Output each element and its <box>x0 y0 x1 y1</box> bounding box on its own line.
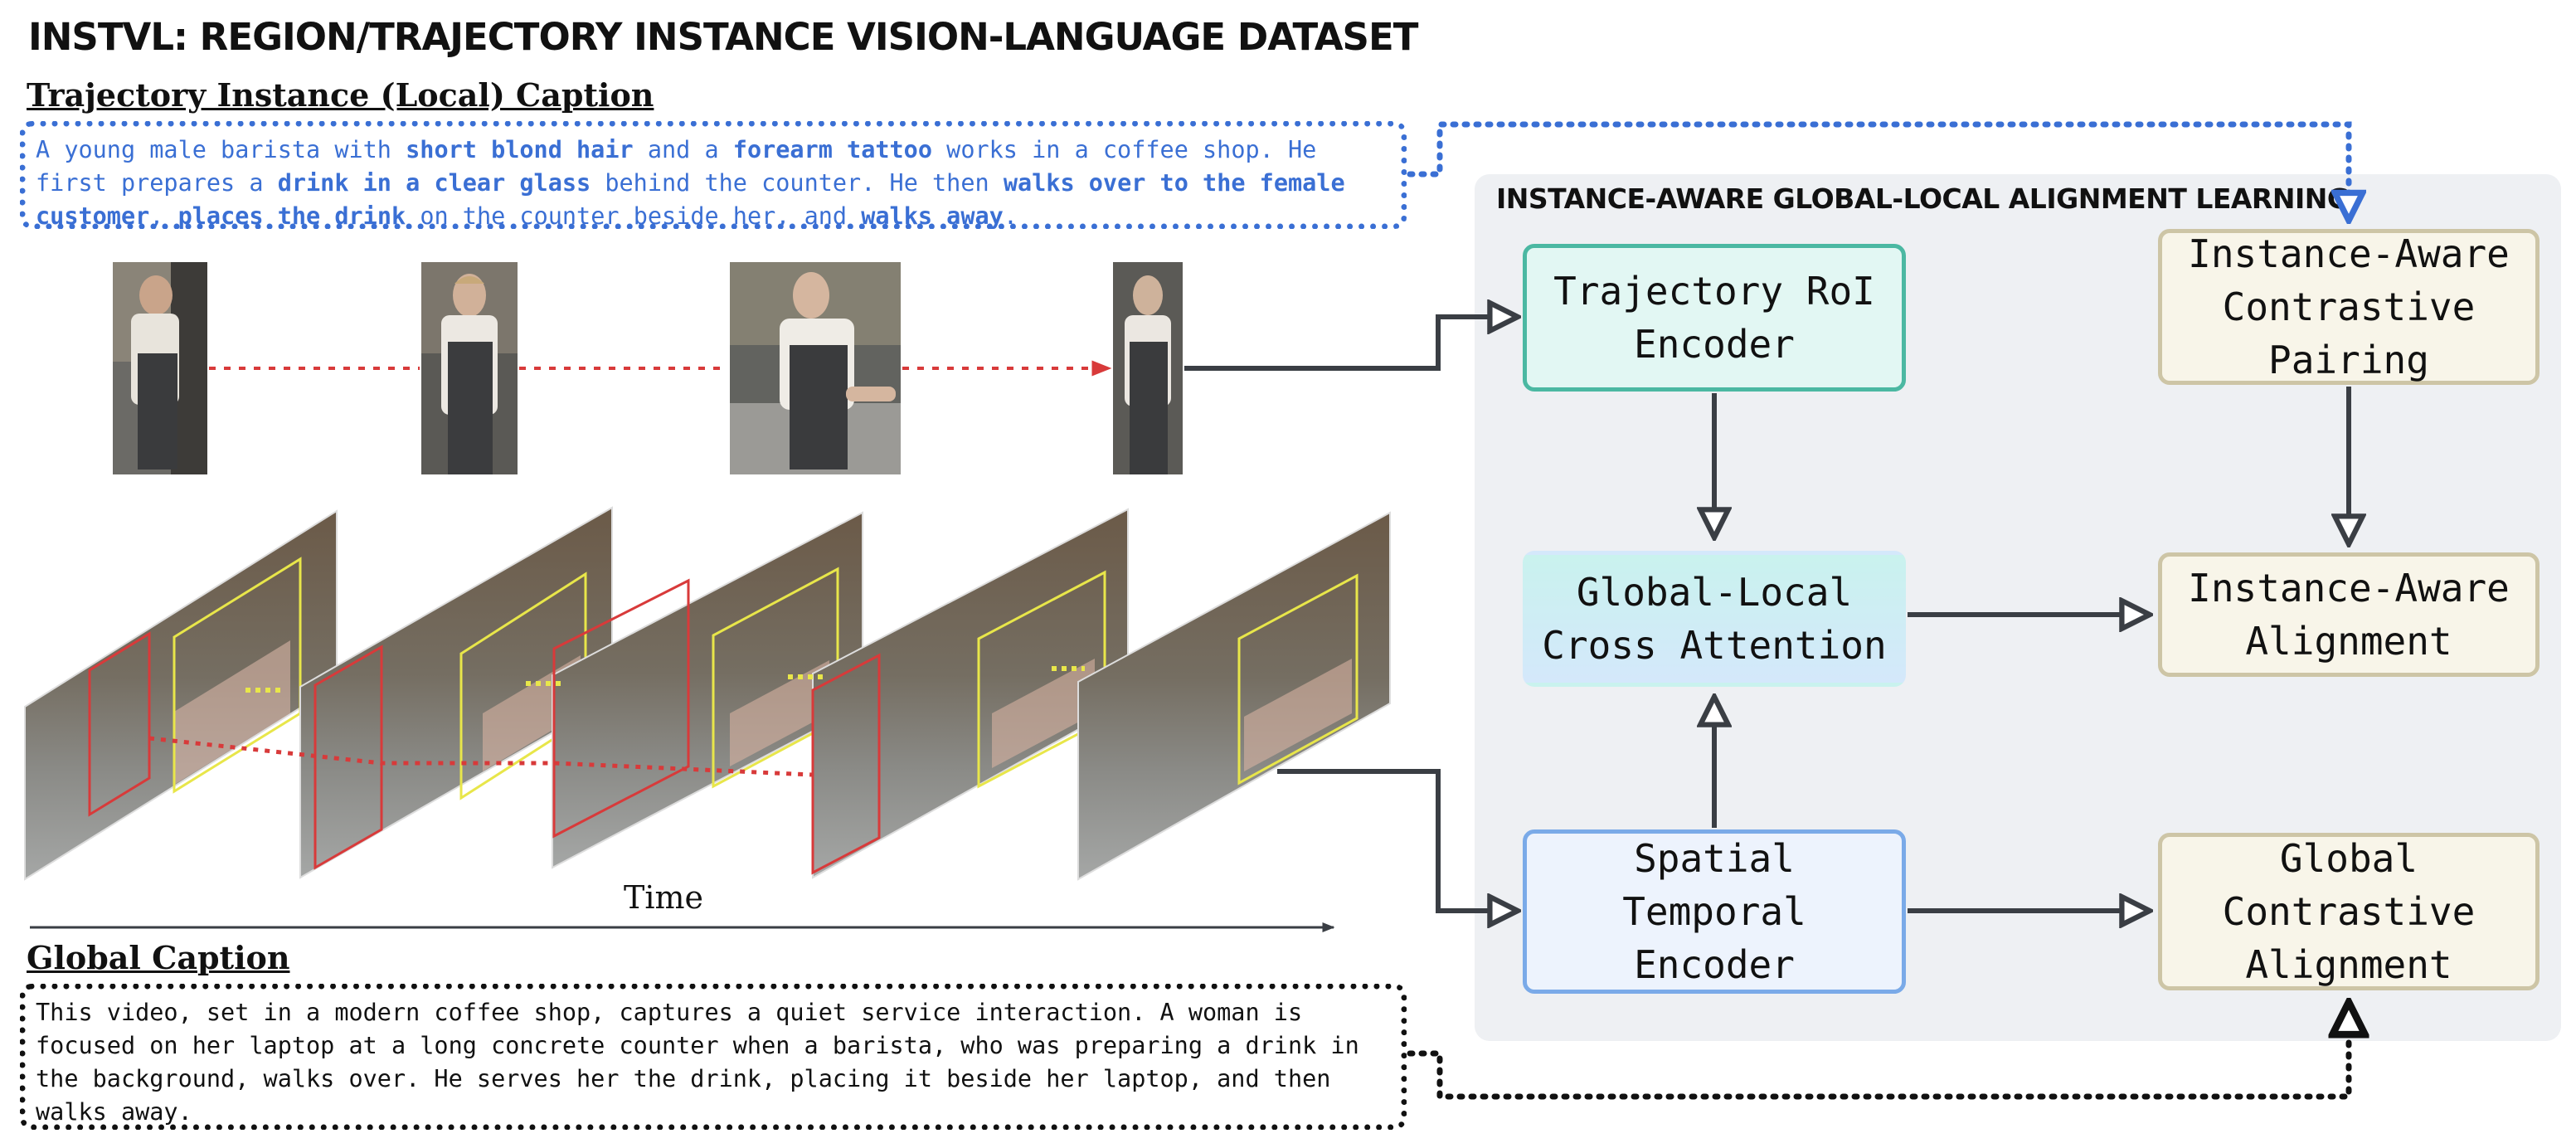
caption-text: on the counter beside her, and <box>406 202 862 230</box>
caption-highlight: places the drink <box>177 202 406 230</box>
global-caption-to-gca-arrow <box>1407 1002 2349 1100</box>
video-frame-stack <box>24 506 1391 881</box>
local-caption-box: A young male barista with short blond ha… <box>20 121 1407 230</box>
caption-text: works in a coffee shop. He first prepare… <box>36 136 1317 197</box>
caption-text: and a <box>633 136 733 163</box>
frames-to-st-arrow <box>1277 769 1518 911</box>
video-frame-5 <box>1077 511 1391 881</box>
frame-trajectory-link <box>148 736 814 777</box>
caption-highlight: drink in a clear glass <box>277 169 591 197</box>
trajectory-roi-encoder-node: Trajectory RoI Encoder <box>1523 244 1906 392</box>
crops-to-roi-arrow <box>1184 317 1518 371</box>
caption-highlight: short blond hair <box>406 136 634 163</box>
caption-text: behind the counter. He then <box>591 169 1004 197</box>
spatial-temporal-encoder-node: Spatial Temporal Encoder <box>1523 829 1906 994</box>
instance-aware-alignment-node: Instance-Aware Alignment <box>2158 552 2540 677</box>
instance-aware-contrastive-pairing-node: Instance-Aware Contrastive Pairing <box>2158 229 2540 385</box>
time-axis-label: Time <box>624 879 704 916</box>
global-caption-title: Global Caption <box>27 939 290 976</box>
trajectory-crop-2 <box>421 262 518 474</box>
caption-highlight: walks away <box>861 202 1004 230</box>
caption-text: A young male barista with <box>36 136 406 163</box>
trajectory-crop-1 <box>113 262 207 474</box>
video-frame-4 <box>811 508 1129 879</box>
local-caption-to-icp-arrow <box>1407 121 2349 221</box>
caption-text: , <box>149 202 178 230</box>
alignment-panel-title: INSTANCE-AWARE GLOBAL-LOCAL ALIGNMENT LE… <box>1496 182 2350 215</box>
main-title: INSTVL: REGION/TRAJECTORY INSTANCE VISIO… <box>28 15 1418 59</box>
local-caption-title: Trajectory Instance (Local) Caption <box>27 76 654 114</box>
global-local-cross-attention-node: Global-Local Cross Attention <box>1523 551 1906 687</box>
caption-highlight: walks over to the female customer <box>36 169 1345 230</box>
caption-highlight: forearm tattoo <box>732 136 932 163</box>
trajectory-crop-3 <box>730 262 901 474</box>
caption-text: . <box>1003 202 1018 230</box>
global-contrastive-alignment-node: Global Contrastive Alignment <box>2158 833 2540 990</box>
global-caption-box: This video, set in a modern coffee shop,… <box>20 984 1407 1130</box>
video-frame-3 <box>552 511 863 869</box>
